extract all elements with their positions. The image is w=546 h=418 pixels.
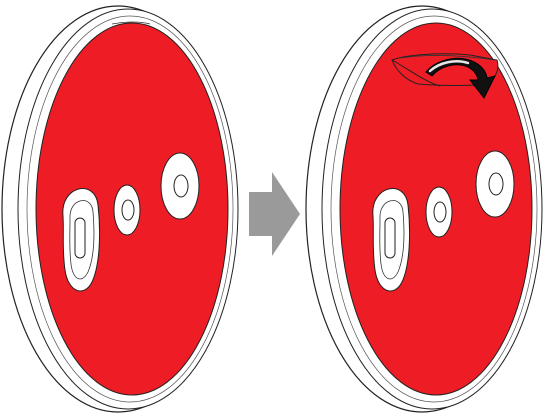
small-mount-hole bbox=[113, 184, 141, 236]
small-mount-hole bbox=[425, 186, 453, 238]
disc-before bbox=[1, 5, 239, 413]
disc-rim-inner-line bbox=[330, 15, 538, 403]
large-mount-hole bbox=[160, 152, 200, 220]
curved-peel-arrow-icon bbox=[425, 57, 496, 99]
large-mount-hole bbox=[475, 150, 515, 218]
right-arrow-icon bbox=[249, 172, 300, 256]
keyhole-slot bbox=[62, 188, 101, 292]
keyhole-slot bbox=[372, 188, 411, 292]
liner-seam bbox=[111, 21, 151, 25]
disc-after bbox=[305, 5, 543, 413]
disc-rim-inner-line bbox=[26, 15, 234, 403]
